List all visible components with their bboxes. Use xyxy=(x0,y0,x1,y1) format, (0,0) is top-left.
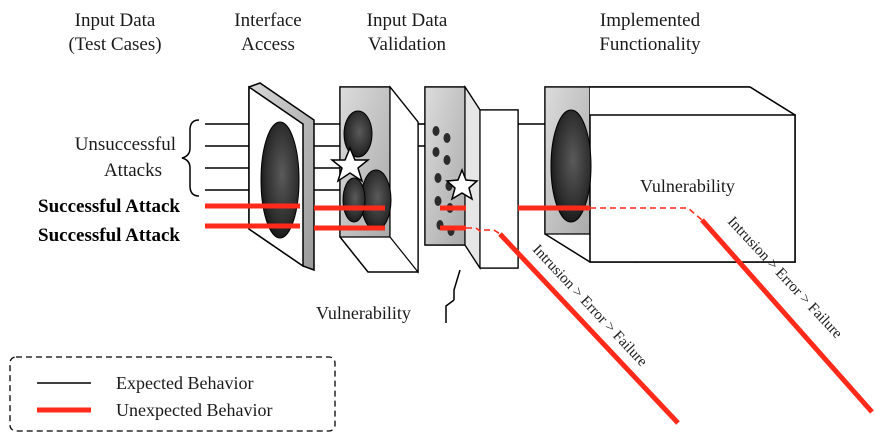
unsuccessful-line2: Attacks xyxy=(104,160,162,181)
successful-attack-label-2: Successful Attack xyxy=(38,225,180,246)
failure-chain-line-1 xyxy=(498,232,680,425)
unsuccessful-line1: Unsuccessful xyxy=(75,134,176,155)
functionality-hole xyxy=(550,109,592,223)
interface-access-box xyxy=(339,85,419,274)
vulnerability-label-validation: Vulnerability xyxy=(316,303,411,323)
unsuccessful-brace xyxy=(181,119,200,197)
failure-chain-line-2 xyxy=(700,218,874,414)
legend: Expected Behavior Unexpected Behavior xyxy=(9,356,336,432)
header-input-data-line1: Input Data xyxy=(75,10,156,31)
implemented-functionality-box xyxy=(544,85,796,264)
header-implemented-functionality-line1: Implemented xyxy=(600,10,701,31)
interface-hole-top xyxy=(343,110,373,158)
legend-expected-label: Expected Behavior xyxy=(116,373,253,393)
vulnerability-label-functionality: Vulnerability xyxy=(640,176,735,196)
header-input-data: Input Data (Test Cases) xyxy=(68,10,161,55)
header-input-validation: Input Data Validation xyxy=(367,10,448,55)
header-implemented-functionality-line2: Functionality xyxy=(599,34,701,55)
input-data-plate xyxy=(248,82,315,272)
header-interface-access: Interface Access xyxy=(234,10,302,55)
header-interface-access-line2: Access xyxy=(241,34,295,55)
header-input-data-line2: (Test Cases) xyxy=(68,34,161,55)
vulnerability-dashed-paths xyxy=(466,207,703,235)
unsuccessful-attacks-label: Unsuccessful Attacks xyxy=(75,134,176,181)
header-input-validation-line2: Validation xyxy=(368,34,447,55)
input-plate-hole xyxy=(260,121,300,239)
header-interface-access-line1: Interface xyxy=(234,10,302,31)
legend-box xyxy=(9,356,336,432)
blocked-attack-star-icon-2 xyxy=(445,167,479,201)
header-implemented-functionality: Implemented Functionality xyxy=(599,10,701,55)
blocked-attack-star-icon xyxy=(329,146,371,183)
header-input-validation-line1: Input Data xyxy=(367,10,448,31)
legend-unexpected-label: Unexpected Behavior xyxy=(116,400,272,420)
successful-attack-paths xyxy=(205,203,590,231)
vulnerability-bracket xyxy=(445,269,461,323)
successful-attack-label-1: Successful Attack xyxy=(38,196,180,217)
interface-hole-bottom-left xyxy=(342,177,366,223)
